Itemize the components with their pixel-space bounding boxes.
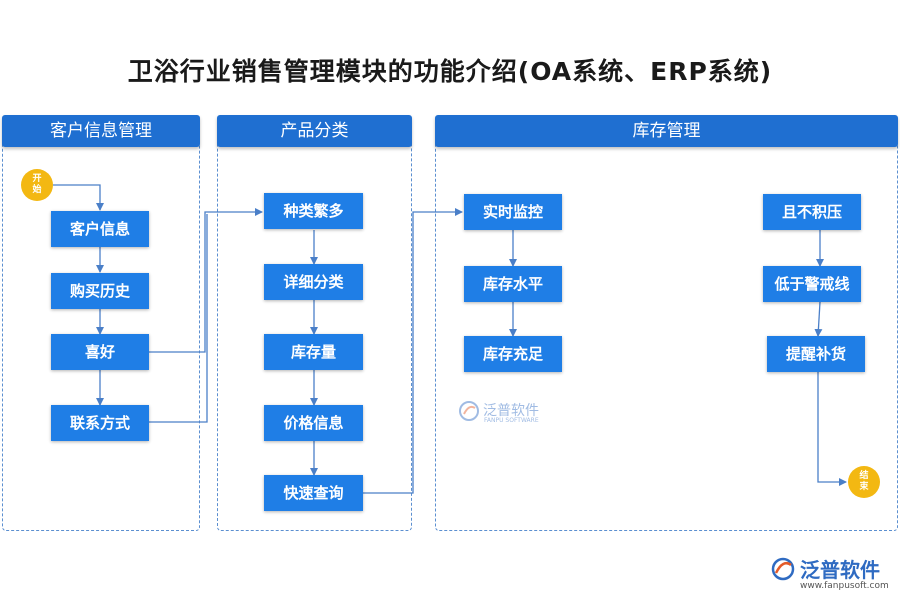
node-no-overstock: 且不积压 (763, 194, 861, 230)
fanpu-footer-logo-icon (771, 557, 795, 581)
node-price-info: 价格信息 (264, 405, 363, 441)
node-stock-qty: 库存量 (264, 334, 363, 370)
node-variety: 种类繁多 (264, 193, 363, 229)
node-stock-sufficient: 库存充足 (464, 336, 562, 372)
lane-header-inventory: 库存管理 (435, 115, 898, 147)
node-contact: 联系方式 (51, 405, 149, 441)
footer-logo-name: 泛普软件 (800, 558, 880, 582)
node-restock-reminder: 提醒补货 (767, 336, 865, 372)
watermark-name: 泛普软件 (483, 403, 539, 419)
lane-header-customer: 客户信息管理 (2, 115, 200, 147)
lane-header-product: 产品分类 (217, 115, 412, 147)
node-quick-query: 快速查询 (264, 475, 363, 511)
node-customer-info: 客户信息 (51, 211, 149, 247)
fanpu-logo-icon (459, 401, 479, 421)
node-realtime-monitor: 实时监控 (464, 194, 562, 230)
end-node: 结束 (848, 466, 880, 498)
node-detailed-class: 详细分类 (264, 264, 363, 300)
page-title: 卫浴行业销售管理模块的功能介绍(OA系统、ERP系统) (127, 57, 773, 86)
watermark-sub: FANPU SOFTWARE (484, 417, 539, 424)
node-purchase-history: 购买历史 (51, 273, 149, 309)
start-node: 开始 (21, 169, 53, 201)
footer-logo-url[interactable]: www.fanpusoft.com (800, 581, 889, 591)
node-stock-level: 库存水平 (464, 266, 562, 302)
node-below-threshold: 低于警戒线 (763, 266, 861, 302)
node-preferences: 喜好 (51, 334, 149, 370)
